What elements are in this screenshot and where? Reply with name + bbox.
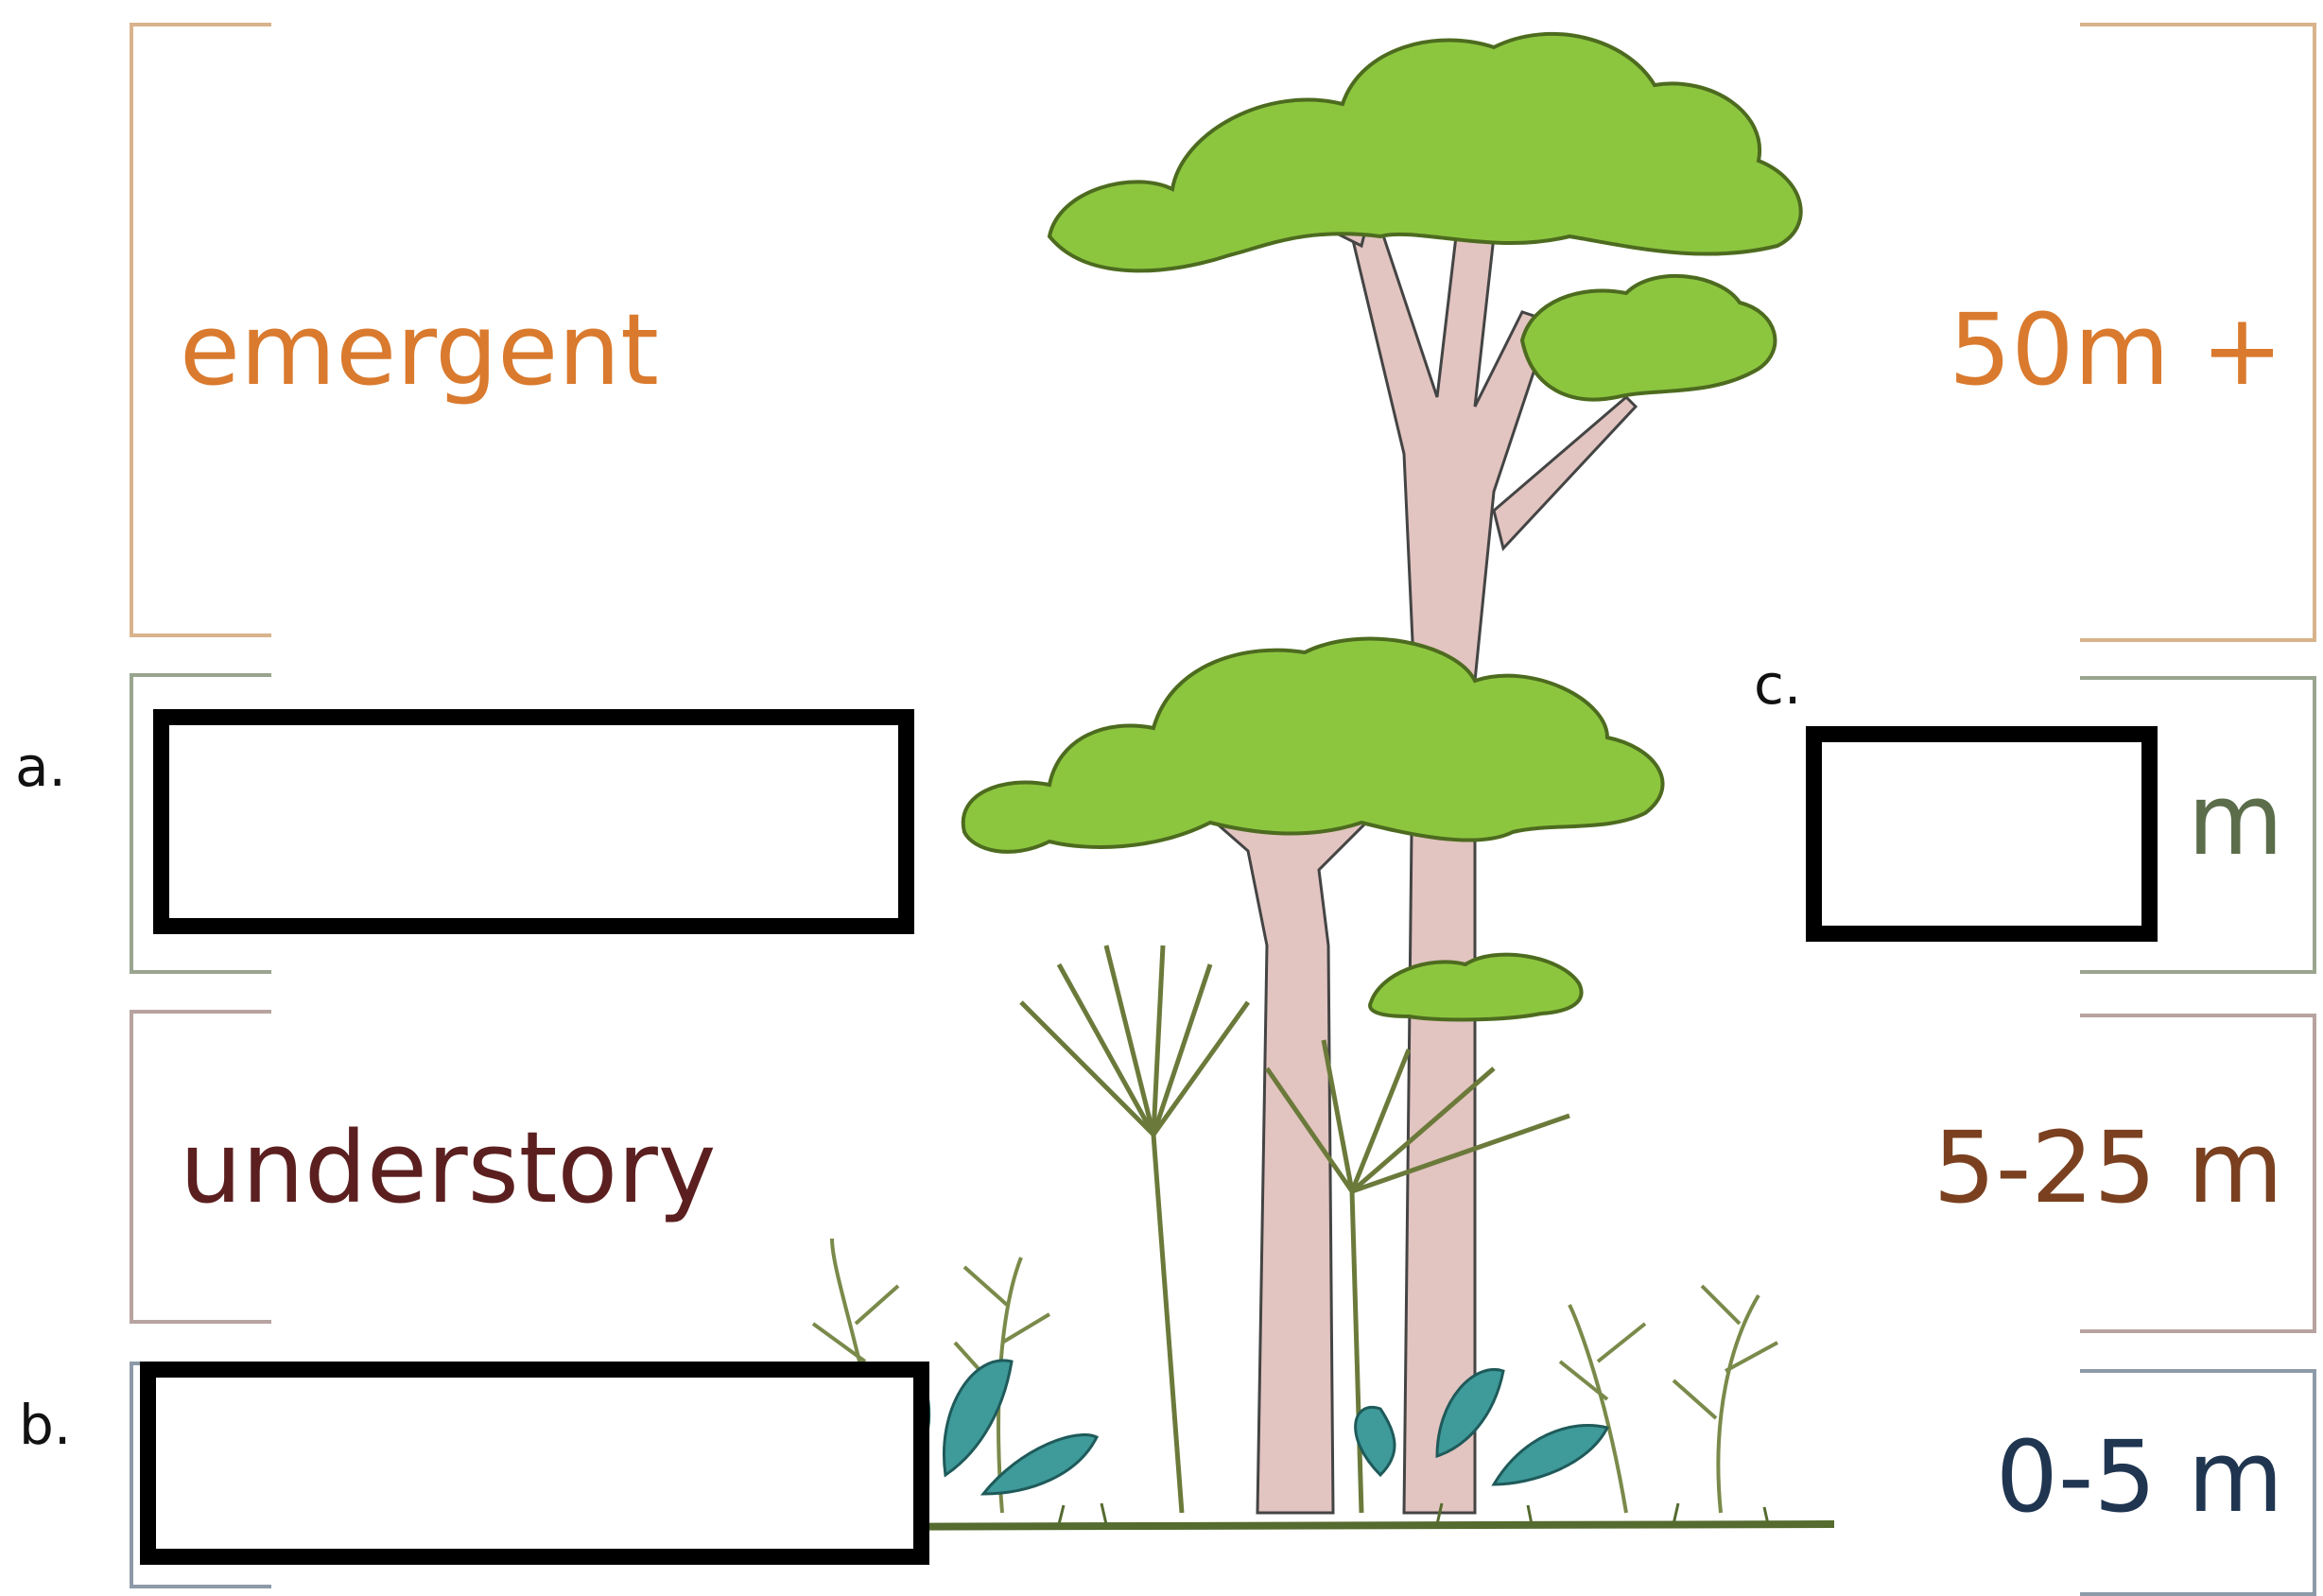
understory-right-bracket	[2080, 1014, 2316, 1333]
canopy-crown	[961, 636, 1665, 854]
rainforest-tree-illustration	[793, 31, 1835, 1531]
understory-layer-name: understory	[180, 1110, 717, 1225]
canopy-height-unit: m	[2187, 762, 2283, 877]
canopy-left-bracket	[130, 673, 271, 974]
canopy-name-answer-box[interactable]	[153, 709, 914, 934]
canopy-height-answer-box[interactable]	[1806, 726, 2158, 942]
question-b-label: b.	[19, 1393, 72, 1457]
understory-crown	[1368, 952, 1584, 1022]
emergent-layer-height: 50m +	[1949, 292, 2283, 408]
forest-floor-layer-height: 0-5 m	[1995, 1419, 2283, 1535]
emergent-layer-name: emergent	[180, 292, 659, 408]
question-a-label: a.	[15, 735, 66, 799]
emergent-branch-right	[1492, 394, 1638, 552]
forest-floor-name-answer-box[interactable]	[140, 1362, 929, 1565]
ground-leaves	[883, 1359, 1610, 1496]
understory-left-bracket	[130, 1010, 271, 1324]
palm-right	[1264, 1039, 1570, 1514]
emergent-left-bracket	[130, 23, 271, 637]
emergent-crown	[1047, 31, 1803, 273]
canopy-right-bracket	[2080, 676, 2316, 974]
fern-right	[1558, 1284, 1778, 1514]
emergent-right-bracket	[2080, 23, 2316, 642]
emergent-trunk	[1350, 225, 1552, 1515]
ground-line	[793, 1520, 1835, 1531]
question-c-label: c.	[1754, 652, 1802, 717]
emergent-crown-lower	[1519, 273, 1777, 402]
understory-layer-height: 5-25 m	[1933, 1110, 2283, 1225]
canopy-trunk	[1170, 755, 1402, 1515]
palm-left	[1019, 945, 1251, 1514]
